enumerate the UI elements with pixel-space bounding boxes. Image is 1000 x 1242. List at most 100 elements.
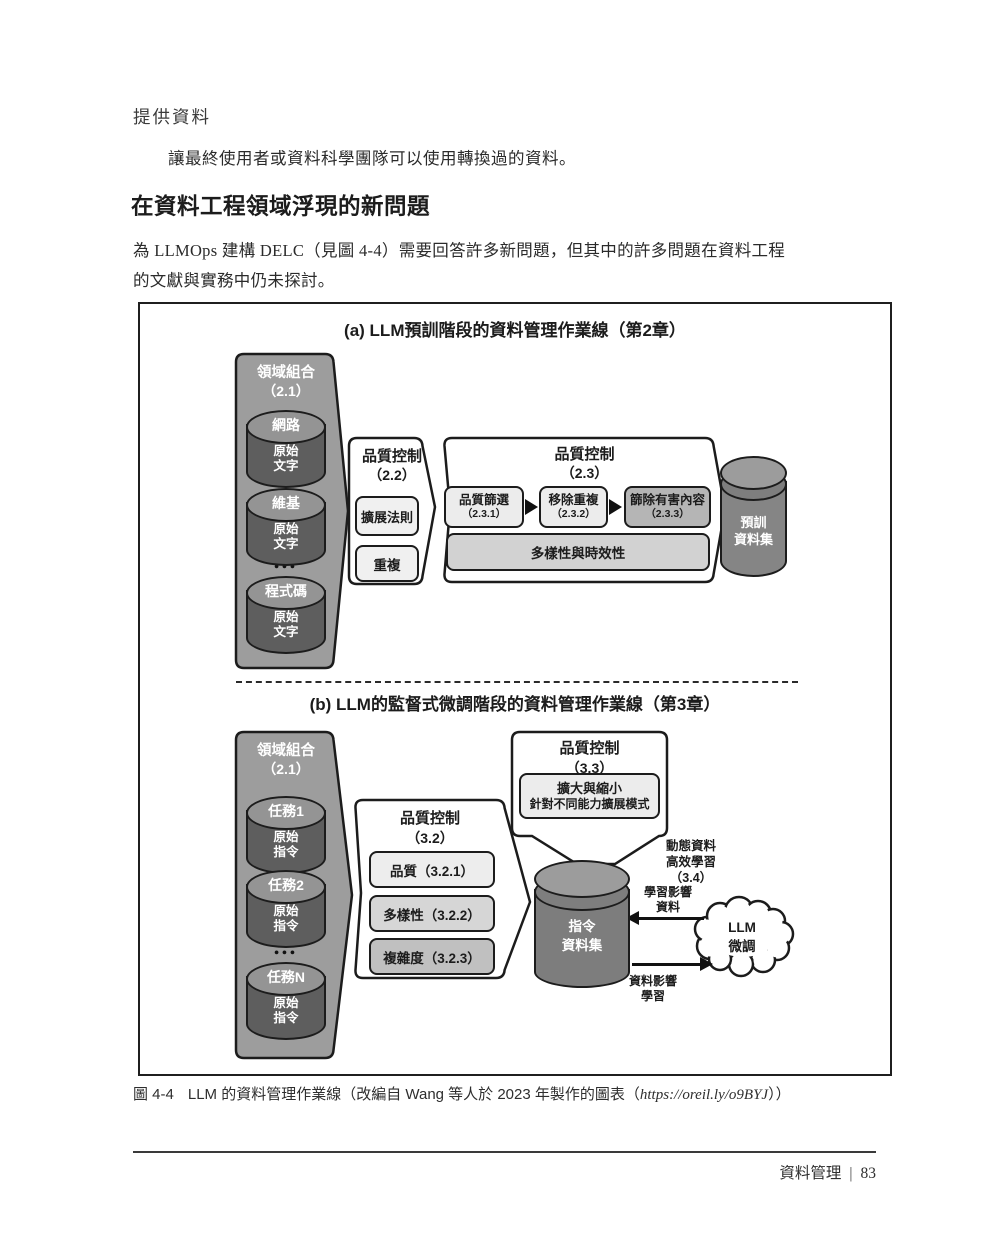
label-line: 原始 (273, 444, 299, 458)
db-cylinder-pretrain-dataset: 預訓資料集 (720, 456, 787, 577)
section-heading: 在資料工程領域浮現的新問題 (131, 194, 431, 219)
scale-box-line: 針對不同能力擴展模式 (529, 796, 650, 811)
paragraph-line-1: 為 LLMOps 建構 DELC（見圖 4-4）需要回答許多新問題，但其中的許多… (133, 241, 786, 260)
db-cylinder-taskN: 任務N 原始指令 (246, 962, 326, 1040)
step-label: 移除重複 (548, 493, 599, 507)
cylinder-top (246, 870, 326, 904)
qc23-step-toxicity-filter: 篩除有害內容 （2.3.3） (624, 486, 711, 528)
label-line: 原始 (273, 522, 299, 536)
qc23-step-dedup: 移除重複 （2.3.2） (539, 486, 608, 528)
annotation-line: 資料影響 (628, 974, 677, 988)
arrow-to-llm-line (632, 963, 702, 966)
label-line: 原始 (273, 996, 299, 1010)
annotation-line: 資料 (655, 900, 680, 914)
label-line: 預訓 (740, 515, 767, 530)
definition-text: 讓最終使用者或資料科學團隊可以使用轉換過的資料。 (168, 149, 576, 168)
cylinder-label: 預訓資料集 (720, 514, 787, 548)
annotation-line: （3.4） (669, 871, 713, 885)
cylinder-title: 維基 (272, 495, 300, 511)
qc32-item-complexity: 複雜度（3.2.3） (369, 938, 495, 975)
label-line: 原始 (273, 610, 299, 624)
domain-group-b-number: （2.1） (262, 761, 310, 777)
cylinder-top (246, 796, 326, 830)
qc32-title: 品質控制 (399, 810, 460, 827)
cylinder-label: 原始指令 (246, 996, 326, 1026)
footer-separator: | (849, 1165, 853, 1182)
caption-suffix: ）） (768, 1086, 791, 1103)
cylinder-top (246, 576, 326, 610)
figure-caption: 圖 4-4 LLM 的資料管理作業線（改編自 Wang 等人於 2023 年製作的… (133, 1083, 903, 1104)
label-line: 文字 (273, 625, 299, 639)
qc33-number: （3.3） (565, 760, 614, 776)
step-number: （2.3.3） (645, 508, 690, 520)
ellipsis-dots-b: ••• (274, 946, 298, 961)
qc22-number: （2.2） (368, 467, 416, 483)
db-cylinder-wiki: 維基 原始文字 (246, 488, 326, 566)
arrow-right-icon (525, 499, 538, 515)
cylinder-label: 原始文字 (246, 444, 326, 474)
qc32-container-shape (354, 798, 532, 980)
scale-box-line: 擴大與縮小 (556, 780, 622, 796)
caption-url: https://oreil.ly/o9BYJ (639, 1087, 769, 1103)
page-footer: 資料管理|83 (133, 1161, 876, 1183)
qc23-diversity-timeliness-bar: 多樣性與時效性 (446, 533, 710, 571)
caption-text: LLM 的資料管理作業線（改編自 Wang 等人於 2023 年製作的圖表（ (187, 1086, 640, 1103)
cylinder-top (534, 860, 630, 898)
cylinder-title: 任務1 (268, 803, 304, 819)
db-cylinder-task1: 任務1 原始指令 (246, 796, 326, 874)
data-affects-learning-label: 資料影響 學習 (611, 974, 695, 1004)
qc32-number: （3.2） (406, 830, 454, 846)
step-label: 篩除有害內容 (629, 493, 705, 507)
arrow-right-icon (700, 957, 713, 971)
body-paragraph: 為 LLMOps 建構 DELC（見圖 4-4）需要回答許多新問題，但其中的許多… (133, 236, 903, 296)
qc33-scale-box: 擴大與縮小 針對不同能力擴展模式 (519, 773, 660, 819)
step-number: （2.3.2） (551, 508, 596, 520)
arrow-right-icon (609, 499, 622, 515)
figure-number: 圖 4-4 (133, 1086, 174, 1103)
domain-group-a-label: 領域組合 (257, 365, 315, 381)
arrow-to-dataset-line (636, 917, 704, 920)
cylinder-label: 原始文字 (246, 522, 326, 552)
cylinder-top (720, 456, 787, 490)
label-line: 指令 (568, 919, 596, 934)
figure-4-4: (a) LLM預訓階段的資料管理作業線（第2章） 領域組合 （2.1） 網路 原… (138, 302, 892, 1076)
definition-term: 提供資料 (133, 107, 211, 127)
llm-finetune-cloud-label: LLM 微調 (696, 918, 788, 956)
annotation-line: 學習影響 (643, 885, 692, 899)
part-a-title: (a) LLM預訓階段的資料管理作業線（第2章） (344, 321, 686, 340)
paragraph-line-2: 的文獻與實務中仍未探討。 (133, 271, 335, 290)
db-cylinder-code: 程式碼 原始文字 (246, 576, 326, 654)
cylinder-top (246, 488, 326, 522)
qc32-item-diversity: 多樣性（3.2.2） (369, 895, 495, 932)
cylinder-title: 網路 (272, 417, 300, 433)
footer-rule (133, 1151, 876, 1153)
qc23-number: （2.3） (560, 465, 609, 481)
step-number: （2.3.1） (461, 508, 507, 520)
part-b-title: (b) LLM的監督式微調階段的資料管理作業線（第3章） (309, 695, 721, 714)
qc22-item-scaling-law: 擴展法則 (355, 496, 419, 536)
qc23-step-quality-filter: 品質篩選 （2.3.1） (444, 486, 524, 528)
cylinder-title: 任務2 (268, 877, 304, 893)
cylinder-label: 原始指令 (246, 830, 326, 860)
cloud-line: 微調 (728, 939, 756, 954)
learning-affects-data-label: 學習影響 資料 (626, 885, 710, 915)
annotation-line: 動態資料 (665, 839, 716, 853)
cylinder-title: 任務N (266, 969, 306, 985)
label-line: 原始 (273, 904, 299, 918)
cylinder-top (246, 410, 326, 444)
label-line: 資料集 (561, 938, 603, 953)
domain-group-b-label: 領域組合 (257, 743, 315, 759)
label-line: 指令 (273, 919, 299, 933)
label-line: 文字 (273, 459, 299, 473)
qc33-title: 品質控制 (559, 740, 620, 757)
cloud-line: LLM (728, 920, 756, 935)
section-divider (236, 681, 798, 683)
label-line: 指令 (273, 845, 299, 859)
annotation-line: 學習 (640, 989, 665, 1003)
dynamic-learning-annotation: 動態資料 高效學習 （3.4） (645, 838, 737, 886)
step-label: 品質篩選 (458, 493, 509, 507)
cylinder-top (246, 962, 326, 996)
label-line: 原始 (273, 830, 299, 844)
db-cylinder-instruction-dataset: 指令資料集 (534, 860, 630, 988)
